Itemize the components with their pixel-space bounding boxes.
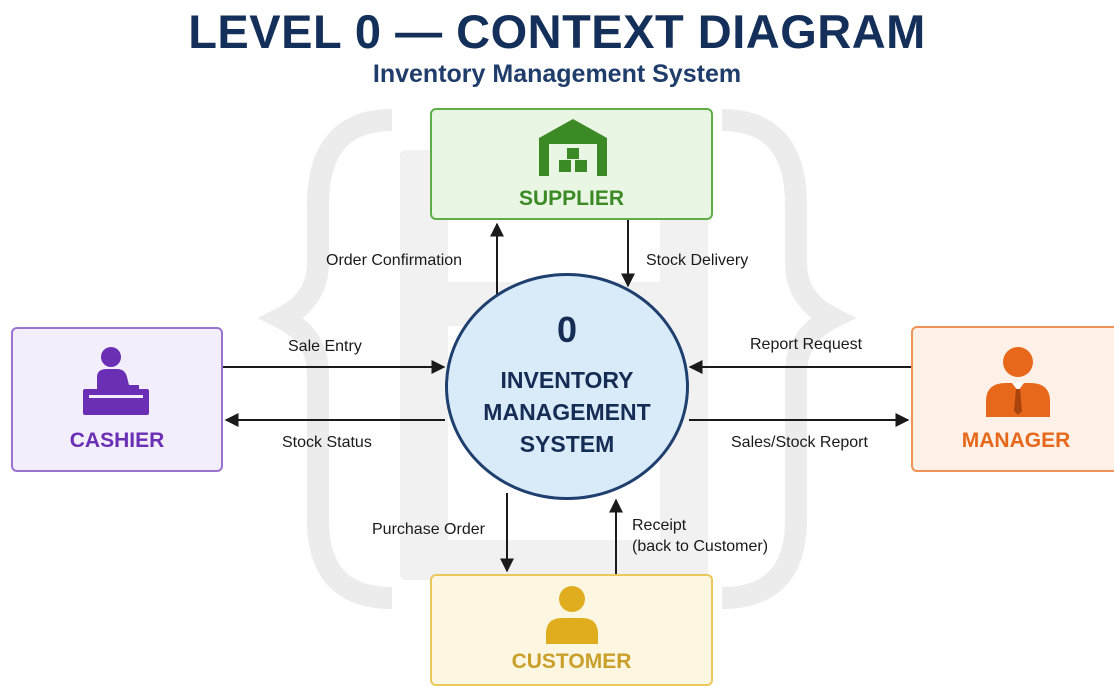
- flow-label-report-request: Report Request: [750, 336, 863, 353]
- flow-label-purchase-order: Purchase Order: [372, 521, 485, 538]
- flow-label-sales-stock-report: Sales/Stock Report: [731, 434, 868, 451]
- process-number: 0: [556, 309, 578, 350]
- diagram-title: LEVEL 0 — CONTEXT DIAGRAM: [188, 5, 926, 58]
- supplier-label: SUPPLIER: [518, 187, 625, 210]
- flow-label-sale-entry: Sale Entry: [288, 338, 362, 355]
- flow-label-receipt: Receipt (back to Customer): [632, 517, 769, 555]
- cashier-desk-icon: [83, 347, 149, 415]
- flow-label-stock-status: Stock Status: [282, 434, 372, 451]
- warehouse-icon: [539, 119, 607, 176]
- entity-supplier[interactable]: SUPPLIER: [430, 108, 713, 220]
- entity-cashier[interactable]: CASHIER: [11, 327, 223, 472]
- process-name: INVENTORY MANAGEMENT SYSTEM: [483, 367, 651, 457]
- flow-label-order-confirmation: Order Confirmation: [326, 252, 463, 269]
- customer-label: CUSTOMER: [511, 650, 632, 673]
- entity-customer[interactable]: CUSTOMER: [430, 574, 713, 686]
- entity-manager[interactable]: MANAGER: [911, 326, 1114, 472]
- person-icon: [546, 586, 598, 644]
- diagram-subtitle: Inventory Management System: [372, 60, 742, 88]
- process-inventory-management-system[interactable]: 0 INVENTORY MANAGEMENT SYSTEM: [445, 273, 689, 500]
- manager-person-icon: [986, 347, 1050, 417]
- manager-label: MANAGER: [961, 429, 1071, 452]
- flow-label-stock-delivery: Stock Delivery: [646, 252, 749, 269]
- cashier-label: CASHIER: [69, 429, 165, 452]
